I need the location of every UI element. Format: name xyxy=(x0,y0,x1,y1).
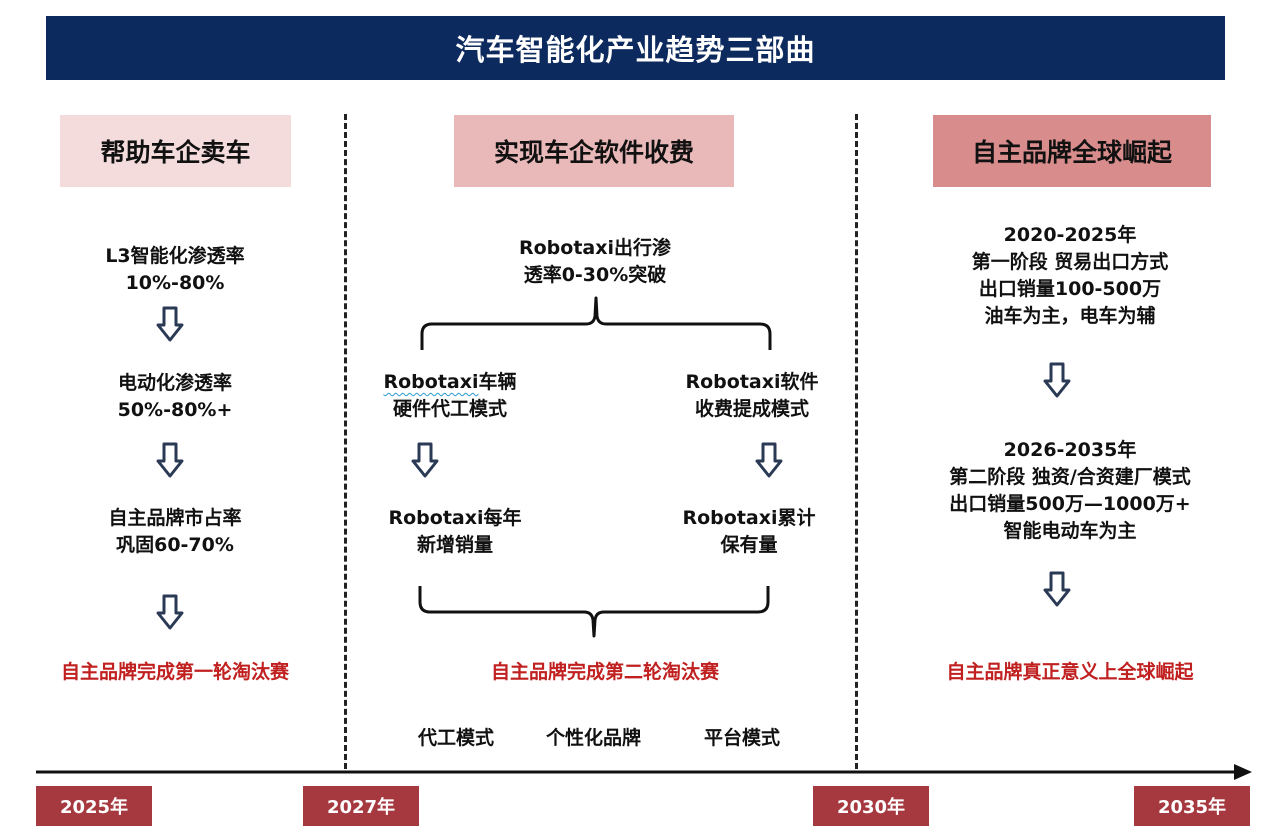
stage2-mode-platform: 平台模式 xyxy=(704,727,781,749)
page-title: 汽车智能化产业趋势三部曲 xyxy=(46,16,1225,80)
stage2-left-line1: Robotaxi车辆 xyxy=(360,369,540,396)
hollow-down-arrow-icon xyxy=(156,594,184,630)
stage2-left-line2: 硬件代工模式 xyxy=(392,398,507,420)
stage2-right-result-line2: 保有量 xyxy=(720,534,778,556)
stage-divider-1 xyxy=(344,114,347,769)
stage2-right-result-line1: Robotaxi累计 xyxy=(682,507,816,529)
stage1-step2-line2: 50%-80%+ xyxy=(117,399,233,421)
stage1-step3-line2: 巩固60-70% xyxy=(116,534,234,556)
stage2-left-mode: Robotaxi车辆 硬件代工模式 xyxy=(360,369,540,423)
year-label-2027: 2027年 xyxy=(303,786,419,826)
stage3-phase1-line1: 2020-2025年 xyxy=(1003,224,1137,246)
curly-brace-icon xyxy=(418,586,770,638)
stage2-right-mode: Robotaxi软件 收费提成模式 xyxy=(662,369,842,423)
year-label-2035: 2035年 xyxy=(1134,786,1250,826)
stage2-left-result-line2: 新增销量 xyxy=(416,534,493,556)
stage2-conclusion: 自主品牌完成第二轮淘汰赛 xyxy=(490,661,719,683)
stage2-left-result: Robotaxi每年 新增销量 xyxy=(365,505,545,559)
stage1-step1-line2: 10%-80% xyxy=(125,272,225,294)
stage1-step1-line1: L3智能化渗透率 xyxy=(105,245,245,267)
stage3-phase2-line1: 2026-2035年 xyxy=(1003,439,1137,461)
hollow-down-arrow-icon xyxy=(1043,362,1071,398)
curly-brace-icon xyxy=(420,296,772,350)
hollow-down-arrow-icon xyxy=(156,442,184,478)
stage3-phase2-line2: 第二阶段 独资/合资建厂模式 xyxy=(949,466,1191,488)
stage1-step2-line1: 电动化渗透率 xyxy=(117,372,232,394)
stage3-phase1-line2: 第一阶段 贸易出口方式 xyxy=(971,251,1169,273)
stage2-top-line2: 透率0-30%突破 xyxy=(523,264,667,286)
stage3-phase1-line3: 出口销量100-500万 xyxy=(978,278,1162,300)
timeline-arrow-icon xyxy=(36,764,1252,780)
stage3-header: 自主品牌全球崛起 xyxy=(933,115,1211,187)
stage1-step3-line1: 自主品牌市占率 xyxy=(108,507,242,529)
stage-divider-2 xyxy=(855,114,858,769)
stage2-top: Robotaxi出行渗 透率0-30%突破 xyxy=(455,235,735,289)
stage2-right-line2: 收费提成模式 xyxy=(694,398,809,420)
stage2-mode-oem: 代工模式 xyxy=(418,727,495,749)
stage1-step1: L3智能化渗透率 10%-80% xyxy=(40,243,310,297)
stage2-left-rest: 车辆 xyxy=(478,371,517,393)
stage2-left-prefix: Robotaxi xyxy=(383,371,479,393)
stage2-right-line1: Robotaxi软件 xyxy=(685,371,819,393)
stage1-conclusion: 自主品牌完成第一轮淘汰赛 xyxy=(60,661,289,683)
year-label-2025: 2025年 xyxy=(36,786,152,826)
stage3-phase2-line3: 出口销量500万—1000万+ xyxy=(949,493,1191,515)
hollow-down-arrow-icon xyxy=(156,306,184,342)
stage3-conclusion: 自主品牌真正意义上全球崛起 xyxy=(946,661,1194,683)
hollow-down-arrow-icon xyxy=(755,442,783,478)
stage3-phase2: 2026-2035年 第二阶段 独资/合资建厂模式 出口销量500万—1000万… xyxy=(885,437,1255,545)
stage2-left-result-line1: Robotaxi每年 xyxy=(388,507,522,529)
stage2-top-line1: Robotaxi出行渗 xyxy=(518,237,671,259)
stage1-step2: 电动化渗透率 50%-80%+ xyxy=(40,370,310,424)
stage1-header: 帮助车企卖车 xyxy=(60,115,291,187)
stage3-phase1-line4: 油车为主，电车为辅 xyxy=(984,305,1156,327)
stage2-mode-brand: 个性化品牌 xyxy=(546,727,642,749)
stage3-phase2-line4: 智能电动车为主 xyxy=(1003,520,1137,542)
stage2-right-result: Robotaxi累计 保有量 xyxy=(659,505,839,559)
year-label-2030: 2030年 xyxy=(813,786,929,826)
hollow-down-arrow-icon xyxy=(411,442,439,478)
stage3-phase1: 2020-2025年 第一阶段 贸易出口方式 出口销量100-500万 油车为主… xyxy=(900,222,1240,330)
stage2-header: 实现车企软件收费 xyxy=(454,115,734,187)
stage1-step3: 自主品牌市占率 巩固60-70% xyxy=(40,505,310,559)
hollow-down-arrow-icon xyxy=(1043,571,1071,607)
